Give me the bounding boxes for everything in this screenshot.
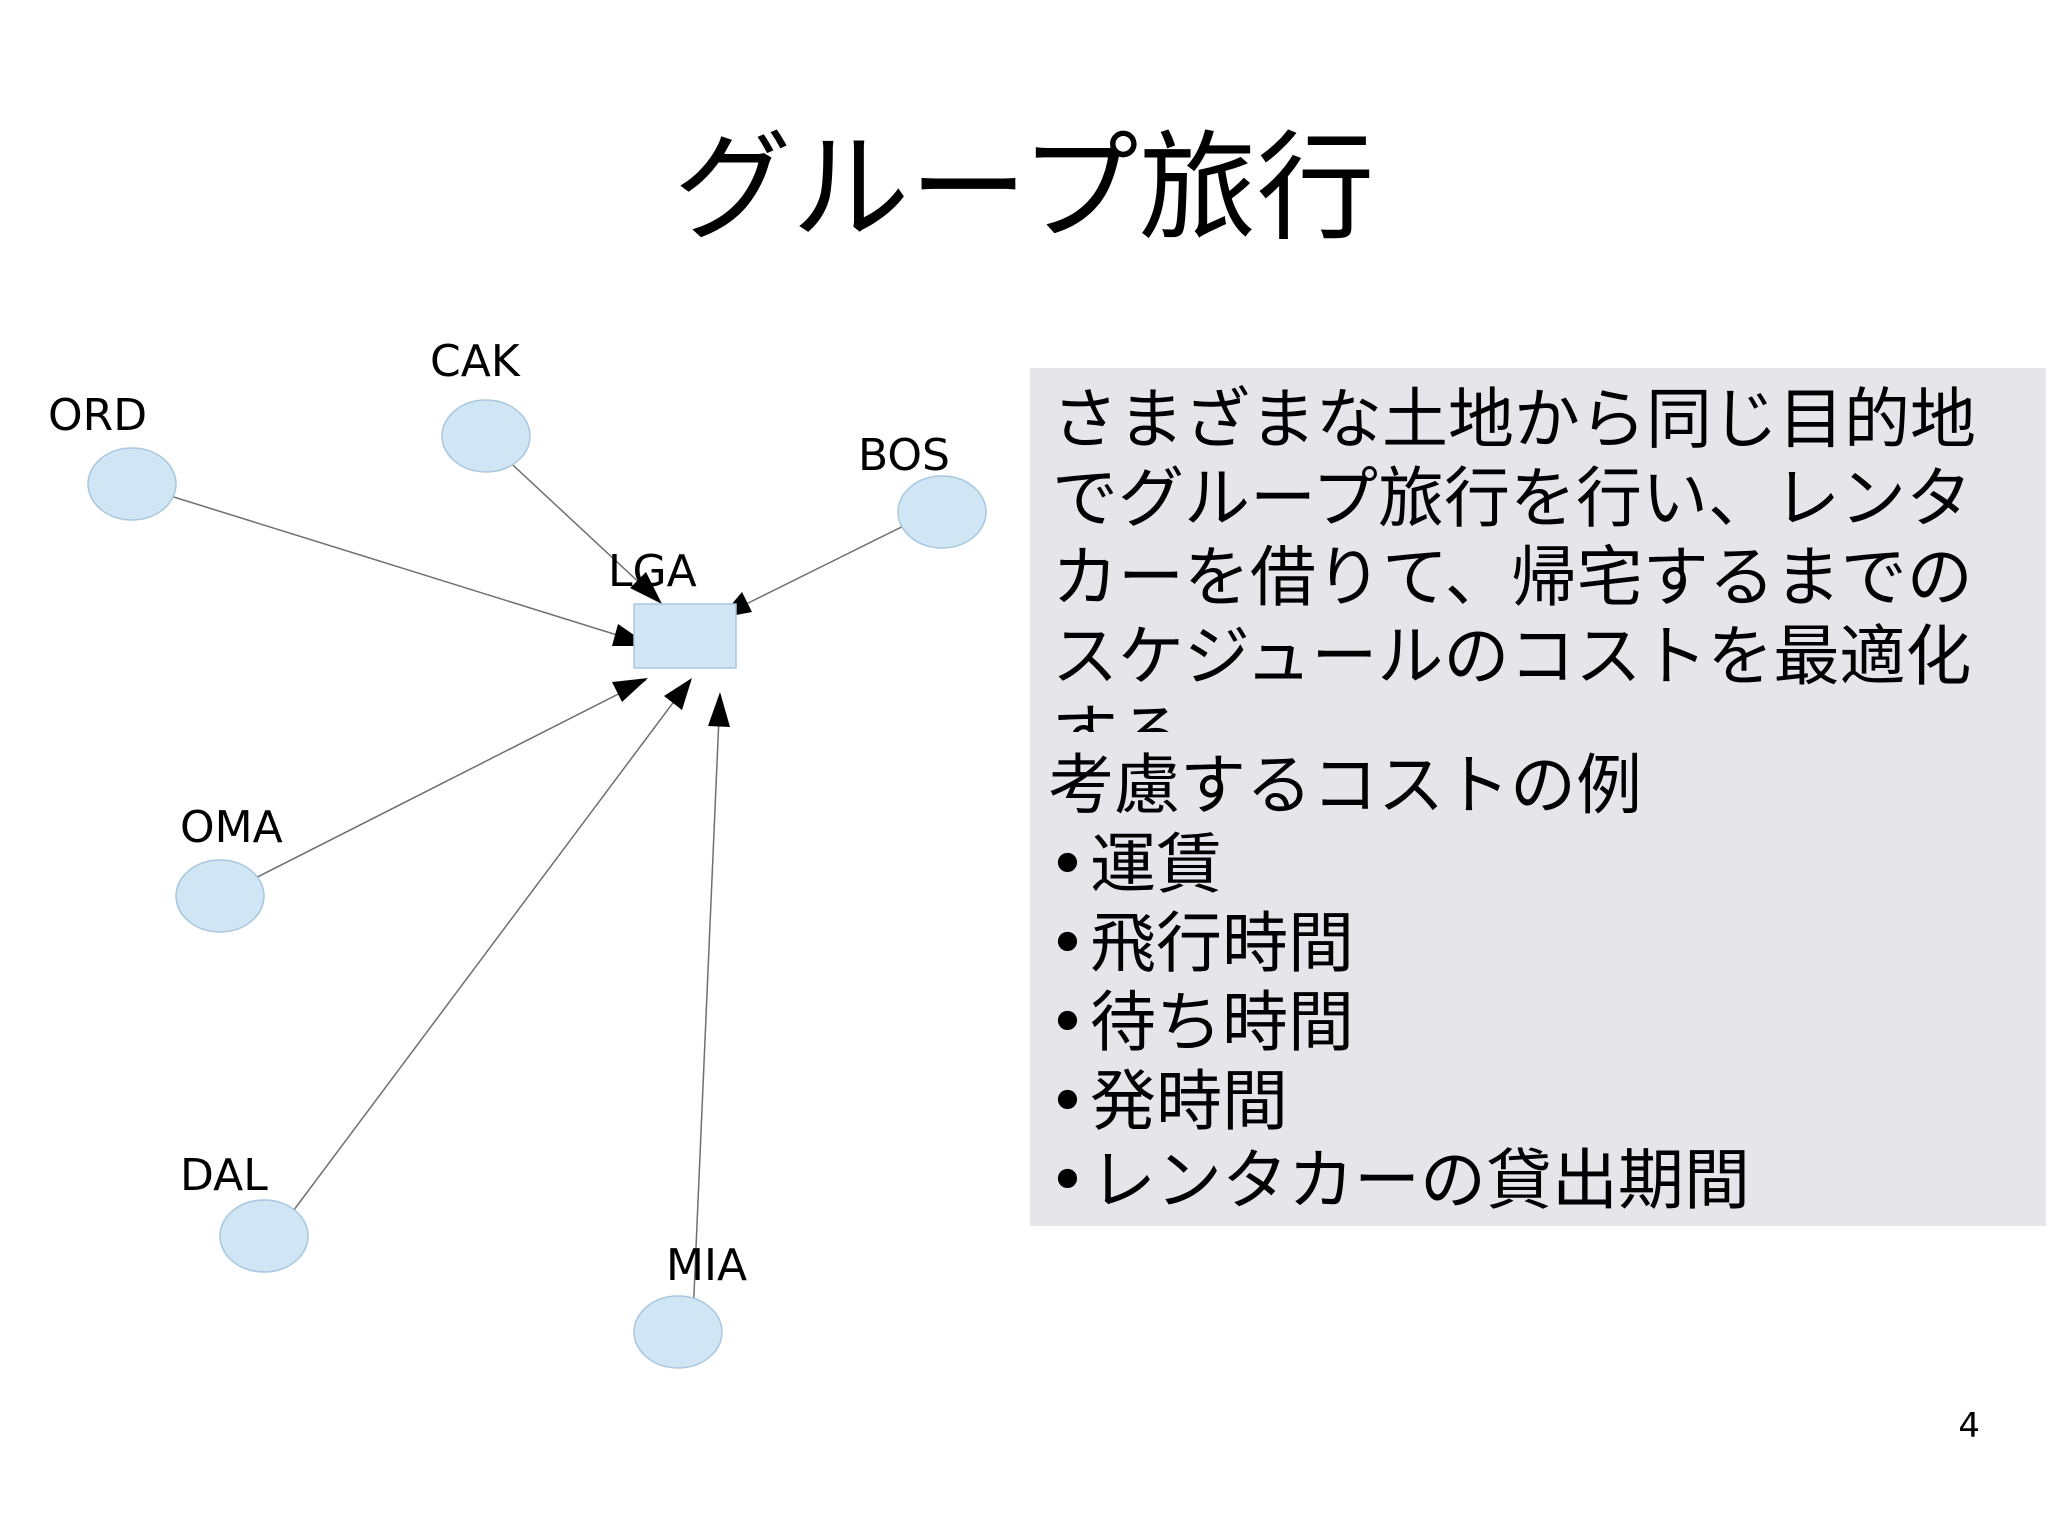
edge-cak-lga xyxy=(485,439,661,603)
arrowhead-oma xyxy=(612,678,648,702)
cost-item: •発時間 xyxy=(1048,1062,1750,1141)
bullet-icon: • xyxy=(1048,984,1087,1061)
cost-item: •待ち時間 xyxy=(1048,983,1750,1062)
node-oma xyxy=(175,859,265,933)
bullet-icon: • xyxy=(1048,1063,1087,1140)
label-lga: LGA xyxy=(608,546,697,597)
node-bos xyxy=(897,475,987,549)
bullet-icon: • xyxy=(1048,905,1087,982)
info-box: さまざまな土地から同じ目的地でグループ旅行を行い、レンタカーを借りて、帰宅するま… xyxy=(1030,368,2046,1226)
bullet-icon: • xyxy=(1048,1142,1087,1219)
node-cak xyxy=(441,399,531,473)
arrowhead-cak xyxy=(630,572,662,604)
cost-item-label: 発時間 xyxy=(1090,1063,1288,1140)
cost-item: •運賃 xyxy=(1048,825,1750,904)
label-cak: CAK xyxy=(430,336,521,387)
label-mia: MIA xyxy=(666,1240,747,1291)
label-dal: DAL xyxy=(180,1150,268,1201)
node-lga xyxy=(633,603,737,669)
cost-item-label: レンタカーの貸出期間 xyxy=(1090,1142,1750,1219)
label-oma: OMA xyxy=(180,802,283,853)
label-ord: ORD xyxy=(48,390,147,441)
description-text: さまざまな土地から同じ目的地でグループ旅行を行い、レンタカーを借りて、帰宅するま… xyxy=(1052,381,1976,732)
edge-mia-lga xyxy=(691,693,721,1341)
cost-heading: 考慮するコストの例 xyxy=(1048,747,1642,824)
edge-ord-lga xyxy=(131,483,647,645)
node-mia xyxy=(633,1295,723,1369)
node-ord xyxy=(87,447,177,521)
cost-list: •運賃 •飛行時間 •待ち時間 •発時間 •レンタカーの貸出期間 xyxy=(1048,825,1750,1220)
arrowhead-mia xyxy=(708,692,730,727)
flight-network-diagram: ORD CAK BOS LGA OMA DAL MIA xyxy=(48,336,987,1369)
edge-dal-lga xyxy=(263,679,691,1251)
cost-item-label: 運賃 xyxy=(1090,826,1222,903)
edge-oma-lga xyxy=(219,679,647,897)
cost-item: •レンタカーの貸出期間 xyxy=(1048,1141,1750,1220)
cost-item-label: 待ち時間 xyxy=(1090,984,1354,1061)
arrowhead-dal xyxy=(664,678,692,710)
bullet-icon: • xyxy=(1048,826,1087,903)
page-number: 4 xyxy=(1958,1406,1980,1446)
cost-item: •飛行時間 xyxy=(1048,904,1750,983)
label-bos: BOS xyxy=(858,430,950,481)
node-dal xyxy=(219,1199,309,1273)
cost-item-label: 飛行時間 xyxy=(1090,905,1354,982)
slide-title: グループ旅行 xyxy=(673,119,1375,257)
